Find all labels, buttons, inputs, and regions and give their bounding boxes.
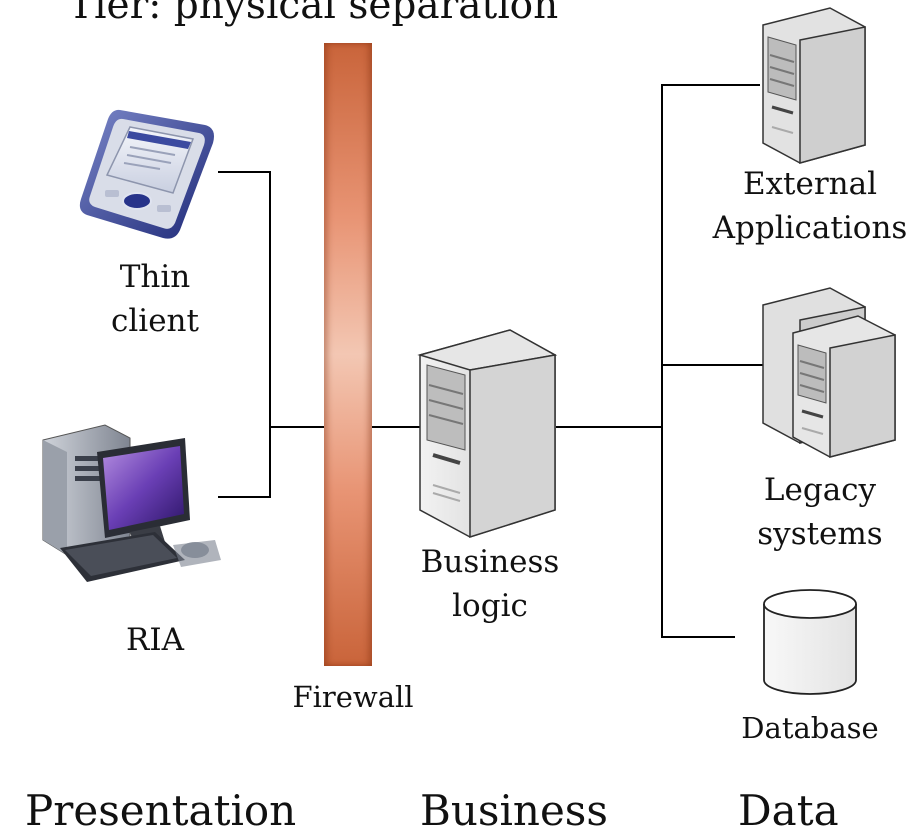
external-server-icon [762, 7, 866, 164]
smartphone-icon [79, 109, 214, 239]
thin-client-label: Thin client [111, 259, 199, 339]
legacy-servers-icon [762, 287, 896, 458]
client-bracket-line [218, 171, 271, 498]
database-label: Database [741, 711, 879, 745]
desktop-computer-icon [42, 424, 221, 582]
diagram-title: Tier: physical separation [68, 0, 559, 28]
firewall-label: Firewall [292, 680, 414, 714]
tier-presentation-label: Presentation [25, 786, 297, 835]
firewall-bar [324, 43, 372, 666]
external-applications-label: External Applications [712, 166, 908, 246]
data-bracket-line [661, 84, 760, 638]
legacy-systems-label: Legacy systems [757, 472, 883, 552]
tier-data-label: Data [738, 786, 839, 835]
tier-business-label: Business [420, 786, 608, 835]
database-icon [763, 589, 857, 695]
business-logic-label: Business logic [420, 544, 560, 624]
server-icon [417, 329, 558, 539]
ria-label: RIA [126, 622, 184, 658]
